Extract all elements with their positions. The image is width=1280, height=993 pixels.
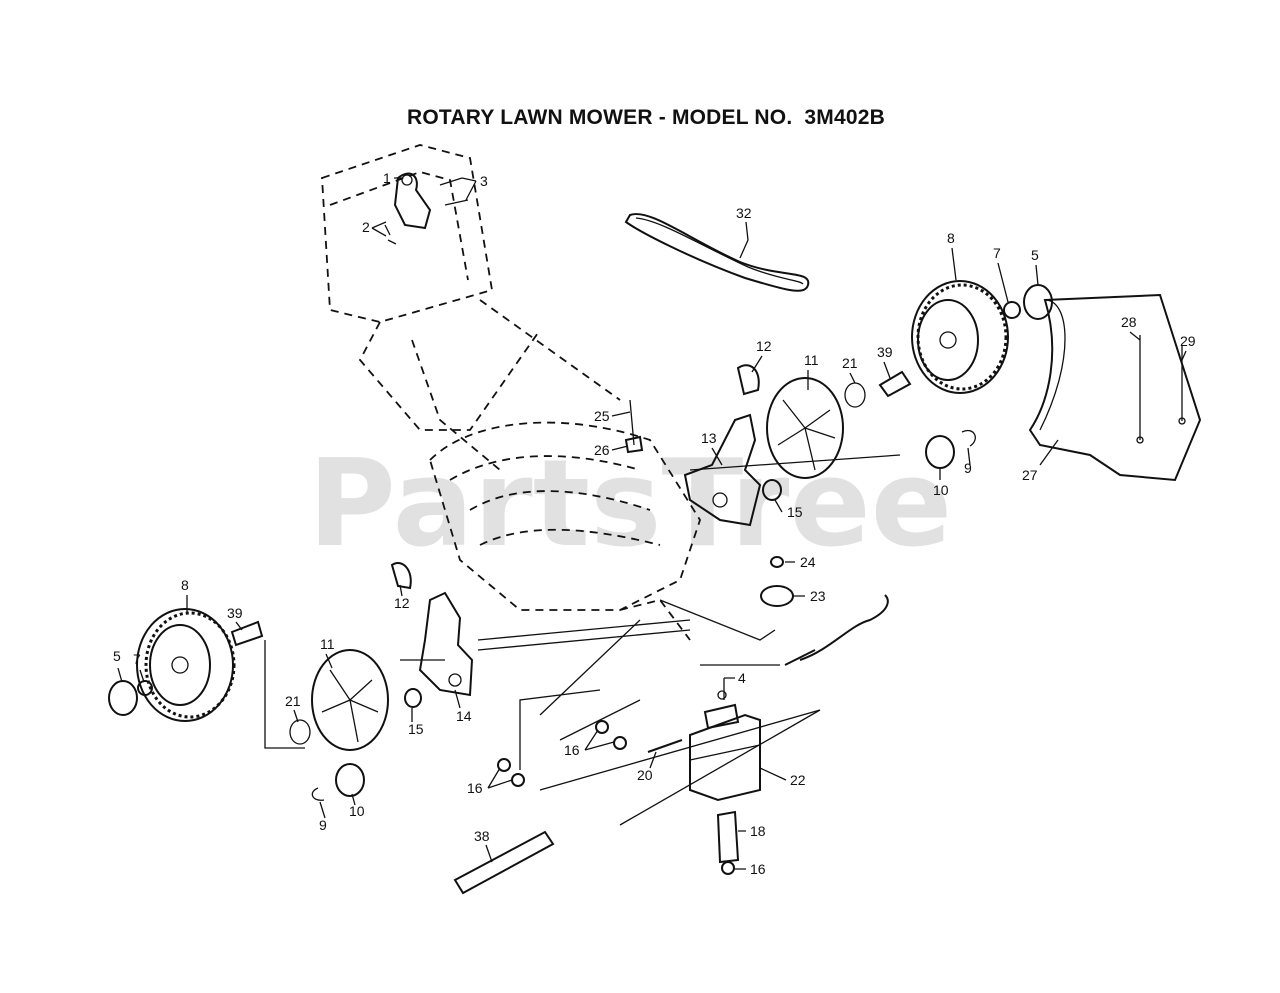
clip-26 bbox=[624, 435, 644, 454]
callout-2: 2 bbox=[362, 219, 370, 235]
title-text: ROTARY LAWN MOWER - MODEL NO. bbox=[407, 106, 793, 129]
callout-1: 1 bbox=[383, 170, 391, 186]
bearing-15-right bbox=[762, 479, 782, 501]
callout-4: 4 bbox=[738, 670, 746, 686]
callout-11-left: 11 bbox=[320, 636, 335, 652]
callout-5-left: 5 bbox=[113, 648, 121, 664]
shaft-38 bbox=[453, 830, 555, 895]
callout-38: 38 bbox=[474, 828, 490, 844]
callout-24: 24 bbox=[800, 554, 816, 570]
callout-21-left: 21 bbox=[285, 693, 301, 709]
clip-9-left bbox=[311, 787, 325, 801]
nut-16-d bbox=[511, 773, 525, 787]
belt bbox=[624, 213, 810, 292]
callout-18: 18 bbox=[750, 823, 766, 839]
callout-5-right: 5 bbox=[1031, 247, 1039, 263]
guide-lines bbox=[519, 599, 821, 791]
callout-labels: 1 2 3 32 8 7 5 12 11 21 39 28 29 27 25 2… bbox=[113, 170, 1196, 877]
diagram-title: ROTARY LAWN MOWER - MODEL NO. 3M402B bbox=[0, 106, 1280, 130]
callout-3: 3 bbox=[480, 173, 488, 189]
transmission bbox=[619, 690, 821, 826]
spring-18 bbox=[716, 810, 740, 864]
washer-21-right bbox=[844, 382, 866, 408]
callout-11-right: 11 bbox=[804, 352, 819, 368]
handle-assembly bbox=[321, 144, 621, 471]
rear-flap bbox=[1028, 293, 1202, 482]
callout-10-left: 10 bbox=[349, 803, 365, 819]
callout-16-left: 16 bbox=[467, 780, 483, 796]
nut-16-b bbox=[613, 736, 627, 750]
left-drive-bracket bbox=[390, 562, 474, 697]
right-gear-cover bbox=[766, 377, 844, 479]
spacer-39-left bbox=[230, 620, 264, 647]
nut-16-a bbox=[595, 720, 609, 734]
leader-lines bbox=[117, 177, 1187, 870]
watermark: PartsTree bbox=[308, 435, 952, 574]
callout-15-right: 15 bbox=[787, 504, 803, 520]
rear-axle bbox=[689, 454, 901, 471]
callout-8-left: 8 bbox=[181, 577, 189, 593]
handle-bracket bbox=[384, 172, 469, 245]
left-front-wheel bbox=[136, 608, 236, 722]
callout-9-right: 9 bbox=[964, 460, 972, 476]
callout-28: 28 bbox=[1121, 314, 1137, 330]
callout-29: 29 bbox=[1180, 333, 1196, 349]
right-rear-wheel bbox=[911, 280, 1009, 394]
callout-22: 22 bbox=[790, 772, 806, 788]
callout-21-right: 21 bbox=[842, 355, 858, 371]
clip-9-right bbox=[961, 429, 976, 447]
callout-13: 13 bbox=[701, 430, 717, 446]
front-axle bbox=[477, 619, 691, 651]
mower-deck bbox=[428, 421, 701, 641]
nut-16-c bbox=[497, 758, 511, 772]
left-gear-cover bbox=[311, 649, 389, 751]
left-guide bbox=[264, 640, 305, 749]
model-number: 3M402B bbox=[804, 106, 885, 129]
callout-27: 27 bbox=[1022, 467, 1038, 483]
callout-16-bottom: 16 bbox=[750, 861, 766, 877]
nut-24 bbox=[770, 556, 784, 568]
callout-39-left: 39 bbox=[227, 605, 243, 621]
bearing-15-left bbox=[404, 688, 422, 708]
callout-15-left: 15 bbox=[408, 721, 424, 737]
callout-10-right: 10 bbox=[933, 482, 949, 498]
nut-7-right bbox=[1003, 301, 1021, 319]
callout-32: 32 bbox=[736, 205, 752, 221]
pinion-10-left bbox=[335, 763, 365, 797]
spring-20 bbox=[647, 739, 683, 753]
callout-23: 23 bbox=[810, 588, 826, 604]
callout-16-mid: 16 bbox=[564, 742, 580, 758]
washer-21-left bbox=[289, 719, 311, 745]
callout-20: 20 bbox=[637, 767, 653, 783]
callout-25: 25 bbox=[594, 408, 610, 424]
cable-spring bbox=[784, 649, 816, 666]
callout-39-right: 39 bbox=[877, 344, 893, 360]
spacer-39-right bbox=[878, 370, 912, 398]
screws-28-29 bbox=[1139, 335, 1183, 440]
control-cable bbox=[799, 594, 889, 661]
nut-7-left bbox=[137, 680, 153, 696]
callout-7-left: 7 bbox=[133, 651, 141, 667]
callout-7-right: 7 bbox=[993, 245, 1001, 261]
hub-cap-5-left bbox=[108, 680, 138, 716]
callout-12-left: 12 bbox=[394, 595, 410, 611]
callout-26: 26 bbox=[594, 442, 610, 458]
callout-12-right: 12 bbox=[756, 338, 772, 354]
right-drive-bracket bbox=[683, 364, 762, 527]
callout-14: 14 bbox=[456, 708, 472, 724]
callout-8-right: 8 bbox=[947, 230, 955, 246]
pulley-23 bbox=[760, 585, 794, 607]
callout-9-left: 9 bbox=[319, 817, 327, 833]
nut-16-bottom bbox=[721, 861, 735, 875]
